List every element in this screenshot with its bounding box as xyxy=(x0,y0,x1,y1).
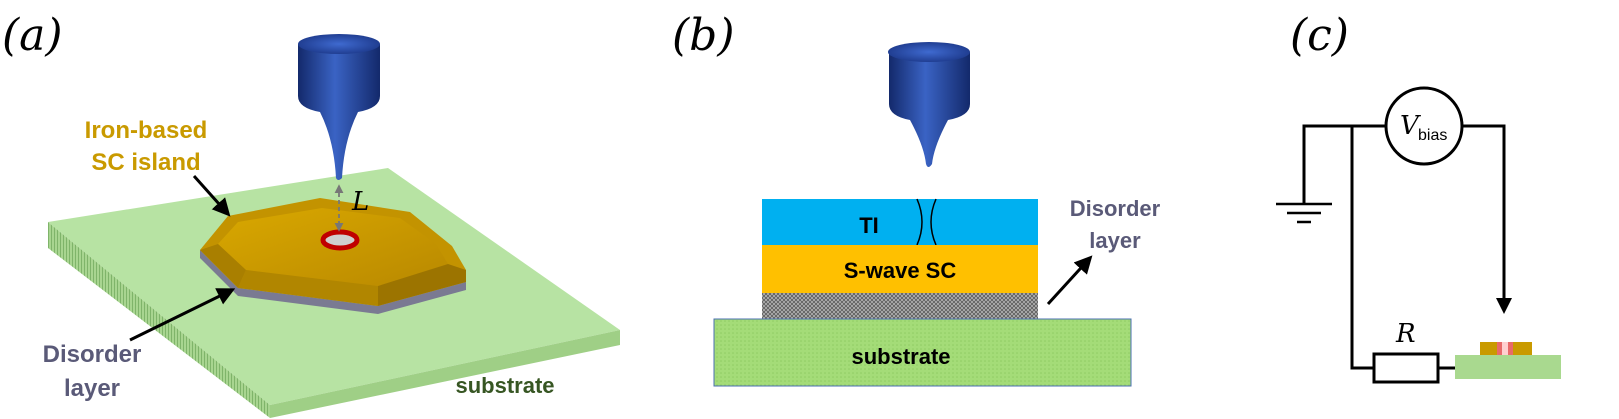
panel-a-sc-island xyxy=(200,198,466,306)
panel-a-substrate-label: substrate xyxy=(455,373,554,398)
panel-b-stm-tip xyxy=(888,42,970,167)
panel-b-substrate-label: substrate xyxy=(851,344,950,369)
panel-b-ti-layer xyxy=(762,199,1038,245)
panel-b-substrate-layer xyxy=(713,318,1132,387)
panel-a-island-label-line1: Iron-based xyxy=(85,117,208,144)
panel-b-label: (b) xyxy=(672,10,735,61)
panel-a-island-arrow xyxy=(192,174,231,217)
panel-b-ti-label: TI xyxy=(859,213,879,238)
panel-b-sc-layer xyxy=(762,245,1038,293)
panel-a-ring-marker xyxy=(320,229,360,251)
panel-b-disorder-arrow xyxy=(1046,255,1093,306)
panel-a-label: (a) xyxy=(2,10,63,61)
panel-a-disorder-label-line2: layer xyxy=(64,375,120,402)
panel-b: (b) TI S-wave SC substrate Disorder laye… xyxy=(672,10,1161,387)
panel-a-disorder-label-line1: Disorder xyxy=(43,341,142,368)
panel-b-disorder-label-line1: Disorder xyxy=(1070,196,1161,221)
panel-c-probe-arrowhead xyxy=(1496,298,1512,314)
panel-c-sample-icon xyxy=(1455,342,1561,379)
panel-b-sc-label: S-wave SC xyxy=(844,258,957,283)
panel-a-disorder-arrow xyxy=(129,288,236,342)
panel-b-disorder-layer xyxy=(762,293,1038,319)
panel-c-resistor-label: R xyxy=(1395,319,1416,349)
panel-c-voltage-subscript: bias xyxy=(1418,127,1447,144)
panel-c: (c) V bias R xyxy=(1276,10,1561,384)
panel-a-distance-label: L xyxy=(351,187,369,217)
panel-a-stm-tip xyxy=(298,34,380,180)
panel-b-disorder-label-line2: layer xyxy=(1089,228,1141,253)
panel-a-island-label-line2: SC island xyxy=(91,149,200,176)
panel-a: (a) L Iron-based SC island xyxy=(2,10,620,418)
panel-c-label: (c) xyxy=(1290,10,1349,61)
ground-icon xyxy=(1276,202,1332,224)
panel-a-disorder-layer xyxy=(200,250,466,314)
panel-c-voltage-symbol: V xyxy=(1400,111,1421,141)
panel-b-vortex-lines xyxy=(916,198,937,246)
panel-c-circuit-wires xyxy=(1302,124,1506,370)
panel-c-voltage-source xyxy=(1384,86,1464,166)
panel-c-resistor xyxy=(1372,352,1440,384)
